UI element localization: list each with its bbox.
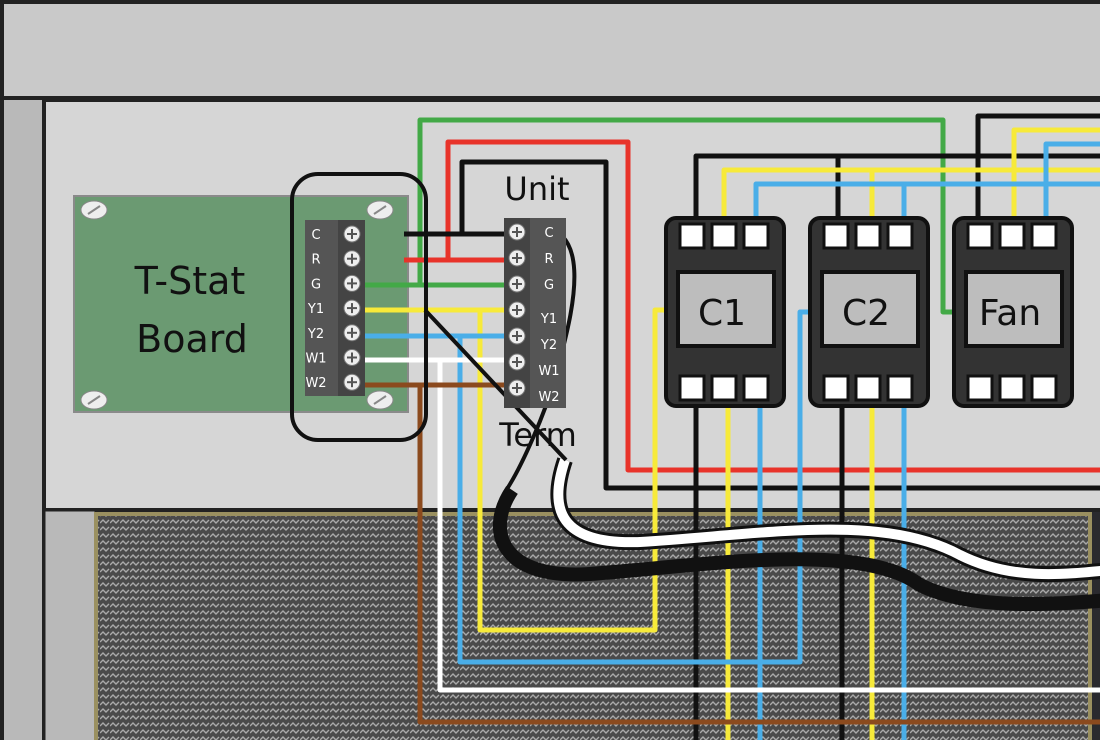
contactor-terminal bbox=[678, 222, 706, 250]
contactor-terminal bbox=[854, 374, 882, 402]
board-screw-icon bbox=[366, 390, 394, 410]
tstat-terminal-label: W1 bbox=[305, 352, 326, 367]
terminal-screw-icon bbox=[508, 223, 526, 241]
unit-terminal-label: R bbox=[544, 252, 553, 267]
contactor-terminal bbox=[822, 222, 850, 250]
terminal-screw-icon bbox=[343, 373, 361, 391]
contactor-terminal bbox=[966, 222, 994, 250]
board-screw-icon bbox=[366, 200, 394, 220]
black-wire bbox=[693, 153, 1100, 218]
unit-terminal-label: W2 bbox=[538, 390, 559, 405]
board-screw-icon bbox=[80, 390, 108, 410]
tstat-terminal-label: C bbox=[311, 228, 320, 243]
contactor-terminal bbox=[678, 374, 706, 402]
tstat-terminal-highlight bbox=[290, 172, 428, 442]
terminal-screw-icon bbox=[508, 379, 526, 397]
terminal-screw-icon bbox=[343, 274, 361, 292]
contactor-terminal bbox=[742, 374, 770, 402]
contactor-terminal bbox=[742, 222, 770, 250]
unit-terminal-label: Y1 bbox=[540, 312, 557, 327]
terminal-screw-icon bbox=[343, 299, 361, 317]
tstat-terminal-label: R bbox=[311, 253, 320, 268]
tstat-board-label: T-Stat bbox=[134, 259, 246, 303]
terminal-screw-icon bbox=[508, 301, 526, 319]
terminal-screw-icon bbox=[508, 249, 526, 267]
cabinet-left-rail bbox=[0, 96, 46, 740]
black-wire bbox=[423, 308, 568, 462]
brown-wire bbox=[417, 385, 1100, 725]
tstat-terminal-label: G bbox=[311, 277, 321, 292]
tstat-board-label: Board bbox=[136, 317, 248, 361]
terminal-screw-icon bbox=[343, 225, 361, 243]
terminal-screw-icon bbox=[343, 250, 361, 268]
contactor-terminal bbox=[710, 374, 738, 402]
contactor-label: C1 bbox=[698, 293, 746, 334]
tstat-terminal-label: Y1 bbox=[307, 302, 324, 317]
unit-terminal-label: G bbox=[544, 278, 554, 293]
unit-term-label: Unit bbox=[504, 170, 569, 208]
terminal-screw-icon bbox=[343, 349, 361, 366]
contactor-terminal bbox=[710, 222, 738, 250]
contactor-terminal bbox=[886, 374, 914, 402]
outdoor-cable-black bbox=[492, 486, 1100, 612]
unit-terminal-label: C bbox=[544, 226, 553, 241]
contactor-terminal bbox=[1030, 222, 1058, 250]
contactor-terminal bbox=[886, 222, 914, 250]
tstat-terminal-label: Y2 bbox=[307, 327, 324, 342]
board-screw-icon bbox=[80, 200, 108, 220]
contactor-terminal bbox=[966, 374, 994, 402]
blue-wire bbox=[1043, 141, 1100, 218]
terminal-screw-icon bbox=[508, 353, 526, 371]
yellow-wire bbox=[721, 167, 1100, 218]
tstat-terminal-label: W2 bbox=[305, 376, 326, 391]
contactor-terminal bbox=[854, 222, 882, 250]
contactor-fan: Fan bbox=[952, 216, 1074, 408]
terminal-screw-icon bbox=[343, 324, 361, 342]
contactor-terminal bbox=[1030, 374, 1058, 402]
terminal-screw-icon bbox=[508, 275, 526, 293]
contactor-label: C2 bbox=[842, 293, 890, 334]
white-wire bbox=[437, 360, 1100, 693]
unit-term-label: Term bbox=[498, 416, 577, 454]
contactor-c1: C1 bbox=[664, 216, 786, 408]
lower-left-rail bbox=[42, 508, 98, 740]
cabinet-top-panel bbox=[0, 0, 1100, 100]
unit-terminal-label: W1 bbox=[538, 364, 559, 379]
contactor-terminal bbox=[998, 374, 1026, 402]
contactor-terminal bbox=[822, 374, 850, 402]
yellow-wire bbox=[1011, 127, 1100, 218]
terminal-screw-icon bbox=[508, 327, 526, 345]
contactor-c2: C2 bbox=[808, 216, 930, 408]
contactor-label: Fan bbox=[979, 293, 1041, 334]
blue-wire bbox=[753, 181, 1100, 218]
unit-terminal-label: Y2 bbox=[540, 338, 557, 353]
coil-area bbox=[94, 512, 1092, 740]
contactor-terminal bbox=[998, 222, 1026, 250]
